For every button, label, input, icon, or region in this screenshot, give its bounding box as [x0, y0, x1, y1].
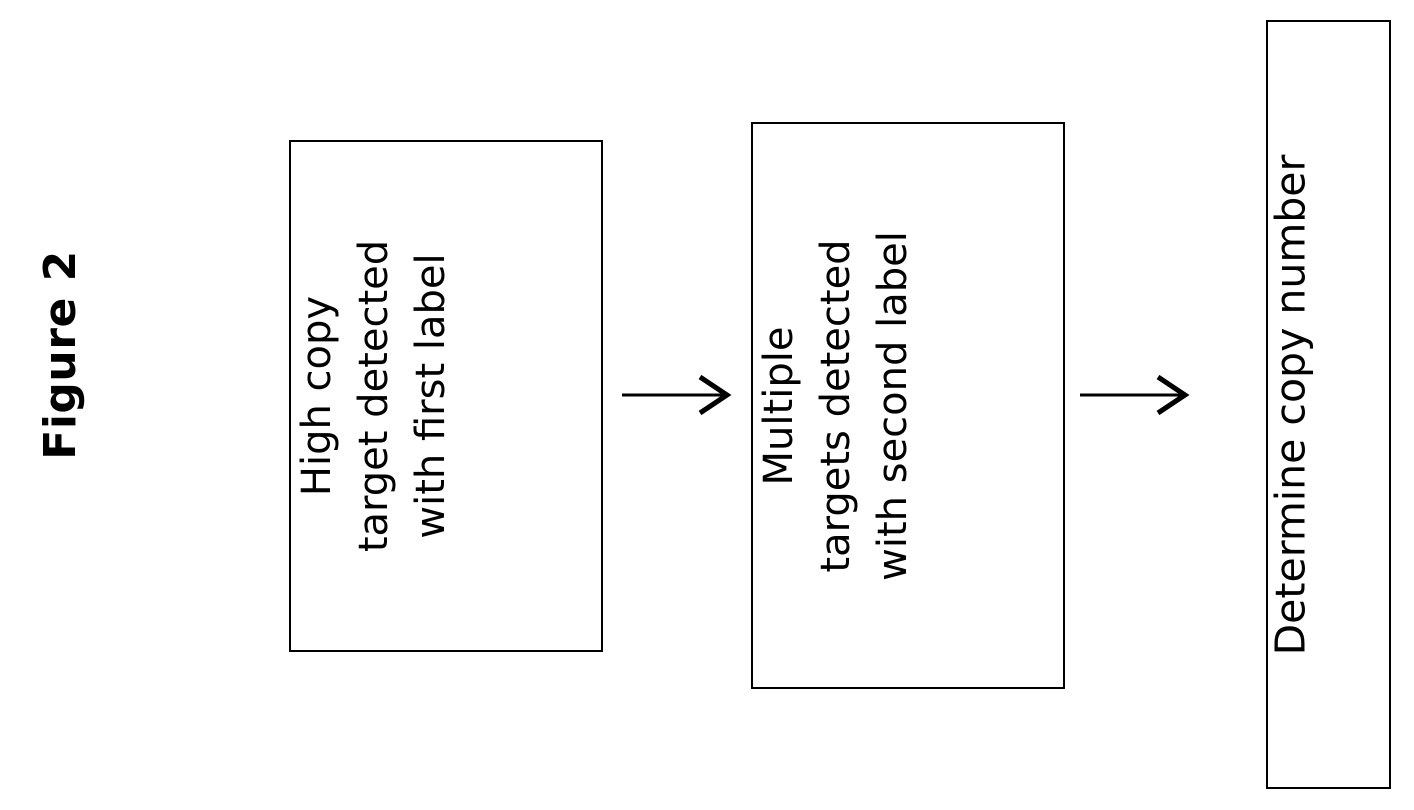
flow-box-multiple-line-2: targets detected [812, 238, 859, 573]
flow-box-high-copy-line-2: target detected [350, 239, 397, 553]
flow-box-multiple-text: Multiple targets detected with second la… [751, 122, 1065, 689]
arrow-right-icon [1080, 374, 1190, 416]
flow-box-multiple-targets: Multiple targets detected with second la… [751, 122, 1065, 689]
flow-arrow-right-1 [620, 372, 732, 418]
flow-arrow-right-2 [1078, 372, 1190, 418]
flow-box-high-copy-line-3: with first label [407, 253, 454, 539]
flow-box-multiple-line-3: with second label [869, 230, 916, 581]
flow-box-determine-copy-number: Determine copy number [1266, 20, 1391, 789]
flow-box-determine-line-1: Determine copy number [1266, 154, 1314, 655]
flow-box-high-copy-line-1: High copy [294, 295, 340, 497]
arrow-right-icon [622, 374, 732, 416]
flow-box-multiple-line-1: Multiple [756, 326, 802, 485]
flow-box-high-copy-target: High copy target detected with first lab… [289, 140, 603, 652]
figure-title: Figure 2 [35, 250, 86, 460]
flow-box-high-copy-text: High copy target detected with first lab… [289, 140, 603, 652]
flow-box-determine-text: Determine copy number [1266, 20, 1391, 789]
